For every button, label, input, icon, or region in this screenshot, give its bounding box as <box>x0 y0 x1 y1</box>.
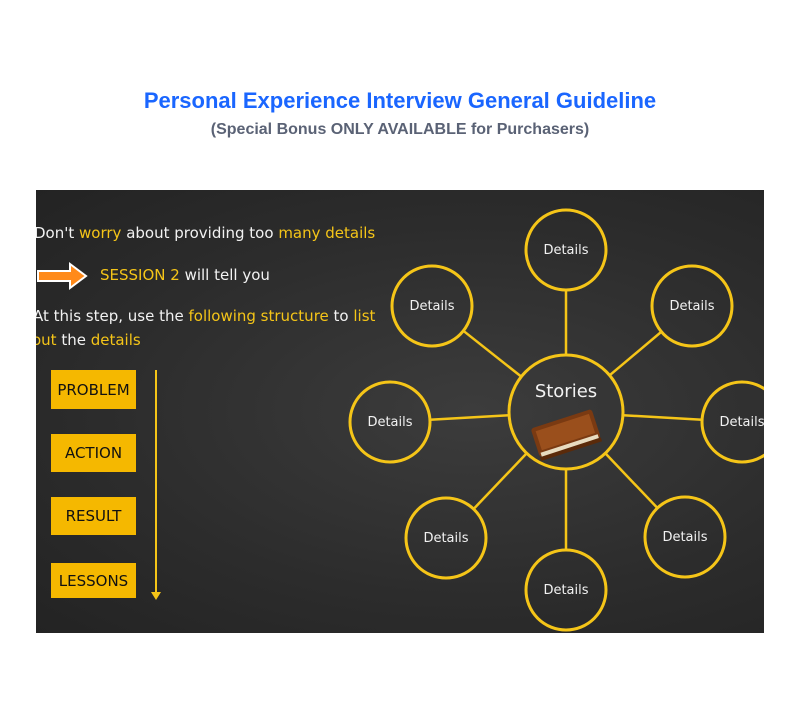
page-title: Personal Experience Interview General Gu… <box>143 88 657 113</box>
text: many details <box>278 224 376 242</box>
details-circle <box>348 380 432 464</box>
text-line-1: Don't worry about providing too many det… <box>36 224 375 242</box>
details-circle <box>650 264 734 348</box>
down-arrow-icon <box>151 370 161 600</box>
text: to <box>328 307 354 325</box>
spoke-line <box>429 413 510 421</box>
details-circle <box>390 264 474 348</box>
text: SESSION 2 <box>100 266 180 284</box>
text-line-4: out the details <box>36 331 141 349</box>
book-icon <box>531 409 602 462</box>
spoke-line <box>472 452 528 510</box>
text: will tell you <box>179 266 270 284</box>
spoke-line <box>604 452 659 509</box>
details-label: Details <box>423 531 468 546</box>
step-lessons: LESSONS <box>51 563 136 598</box>
details-circle <box>524 208 608 292</box>
text: At this step, use the <box>36 307 189 325</box>
details-label: Details <box>719 415 764 430</box>
spoke-line <box>622 413 703 421</box>
details-label: Details <box>669 299 714 314</box>
step-result: RESULT <box>51 497 136 535</box>
text: worry <box>79 224 122 242</box>
spoke-line <box>608 330 663 377</box>
text: list <box>353 307 376 325</box>
details-label: Details <box>409 299 454 314</box>
details-circle <box>404 496 488 580</box>
text: following structure <box>188 307 329 325</box>
arrow-right-icon <box>37 262 88 290</box>
text: the <box>56 331 91 349</box>
details-circle <box>524 548 608 632</box>
center-circle <box>507 353 625 471</box>
page-subtitle: (Special Bonus ONLY AVAILABLE for Purcha… <box>210 121 590 138</box>
chalkboard-slide: Don't worry about providing too many det… <box>36 190 764 633</box>
text: about providing too <box>121 224 279 242</box>
text: details <box>90 331 141 349</box>
details-label: Details <box>662 530 707 545</box>
details-label: Details <box>543 583 588 598</box>
center-label: Stories <box>535 381 597 402</box>
details-circle <box>700 380 764 464</box>
text: Don't <box>36 224 80 242</box>
spoke-line <box>462 329 523 378</box>
step-action: ACTION <box>51 434 136 472</box>
text: out <box>36 331 57 349</box>
text-line-2: SESSION 2 will tell you <box>100 266 270 284</box>
details-circle <box>643 495 727 579</box>
details-label: Details <box>367 415 412 430</box>
step-problem: PROBLEM <box>51 370 136 409</box>
text-line-3: At this step, use the following structur… <box>36 307 375 325</box>
details-label: Details <box>543 243 588 258</box>
